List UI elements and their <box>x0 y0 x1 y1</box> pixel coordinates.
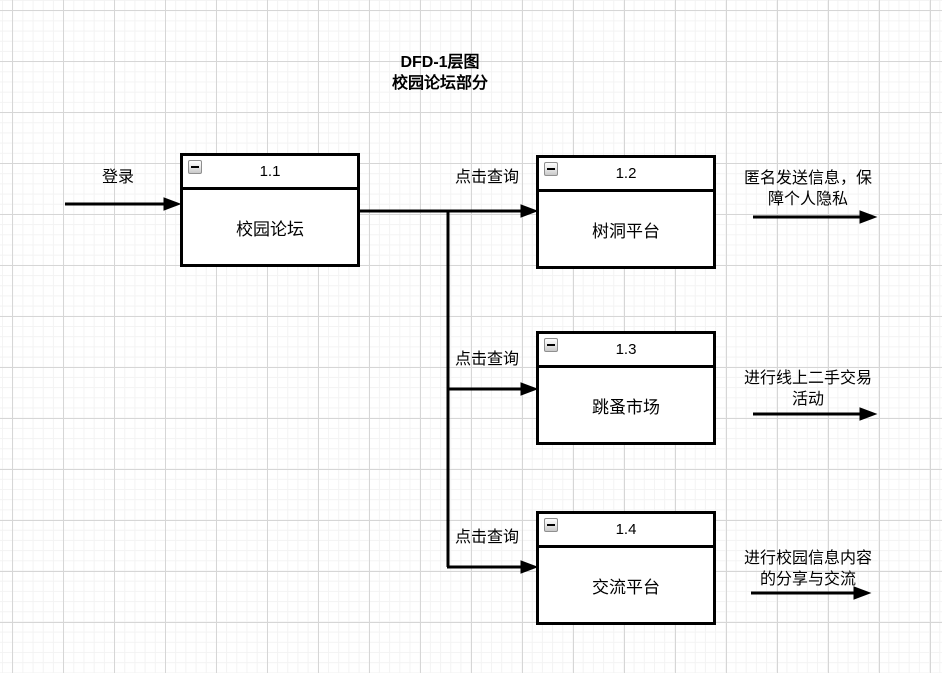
flow-output-arrow-1[interactable] <box>753 210 878 224</box>
collapse-minus-icon[interactable] <box>544 338 558 352</box>
process-id: 1.2 <box>615 165 637 182</box>
flow-label-query-3[interactable]: 点击查询 <box>454 529 519 546</box>
collapse-minus-icon[interactable] <box>544 518 558 532</box>
flow-label-output-2[interactable]: 进行线上二手交易 活动 <box>743 370 872 408</box>
collapse-minus-icon[interactable] <box>544 162 558 176</box>
flow-label-output-3[interactable]: 进行校园信息内容 的分享与交流 <box>743 550 872 588</box>
flow-arrow-1-1-to-1-3[interactable] <box>447 382 539 396</box>
flow-arrow-1-1-to-1-4[interactable] <box>447 560 539 574</box>
process-header: 1.3 <box>539 334 713 368</box>
process-header: 1.2 <box>539 158 713 192</box>
process-header: 1.4 <box>539 514 713 548</box>
flow-arrow-1-1-to-1-2[interactable] <box>360 204 539 218</box>
process-name: 校园论坛 <box>236 219 304 239</box>
collapse-minus-icon[interactable] <box>188 160 202 174</box>
process-box-flea-market[interactable]: 1.3 跳蚤市场 <box>536 331 716 445</box>
flow-label-query-2[interactable]: 点击查询 <box>454 351 519 368</box>
process-id: 1.3 <box>615 341 637 358</box>
flow-output-arrow-3[interactable] <box>751 586 872 600</box>
flow-login-arrow[interactable] <box>65 197 182 211</box>
flow-label-login[interactable]: 登录 <box>101 169 134 186</box>
process-id: 1.4 <box>615 521 637 538</box>
process-box-exchange-platform[interactable]: 1.4 交流平台 <box>536 511 716 625</box>
diagram-title[interactable]: DFD-1层图 校园论坛部分 <box>391 54 488 92</box>
process-box-campus-forum[interactable]: 1.1 校园论坛 <box>180 153 360 267</box>
process-name: 跳蚤市场 <box>592 397 660 417</box>
process-name: 树洞平台 <box>592 221 660 241</box>
process-box-tree-hole[interactable]: 1.2 树洞平台 <box>536 155 716 269</box>
flow-output-arrow-2[interactable] <box>753 407 878 421</box>
process-name: 交流平台 <box>592 577 660 597</box>
process-id: 1.1 <box>259 163 281 180</box>
process-header: 1.1 <box>183 156 357 190</box>
flow-label-query-1[interactable]: 点击查询 <box>454 169 519 186</box>
flow-label-output-1[interactable]: 匿名发送信息，保 障个人隐私 <box>743 170 872 208</box>
